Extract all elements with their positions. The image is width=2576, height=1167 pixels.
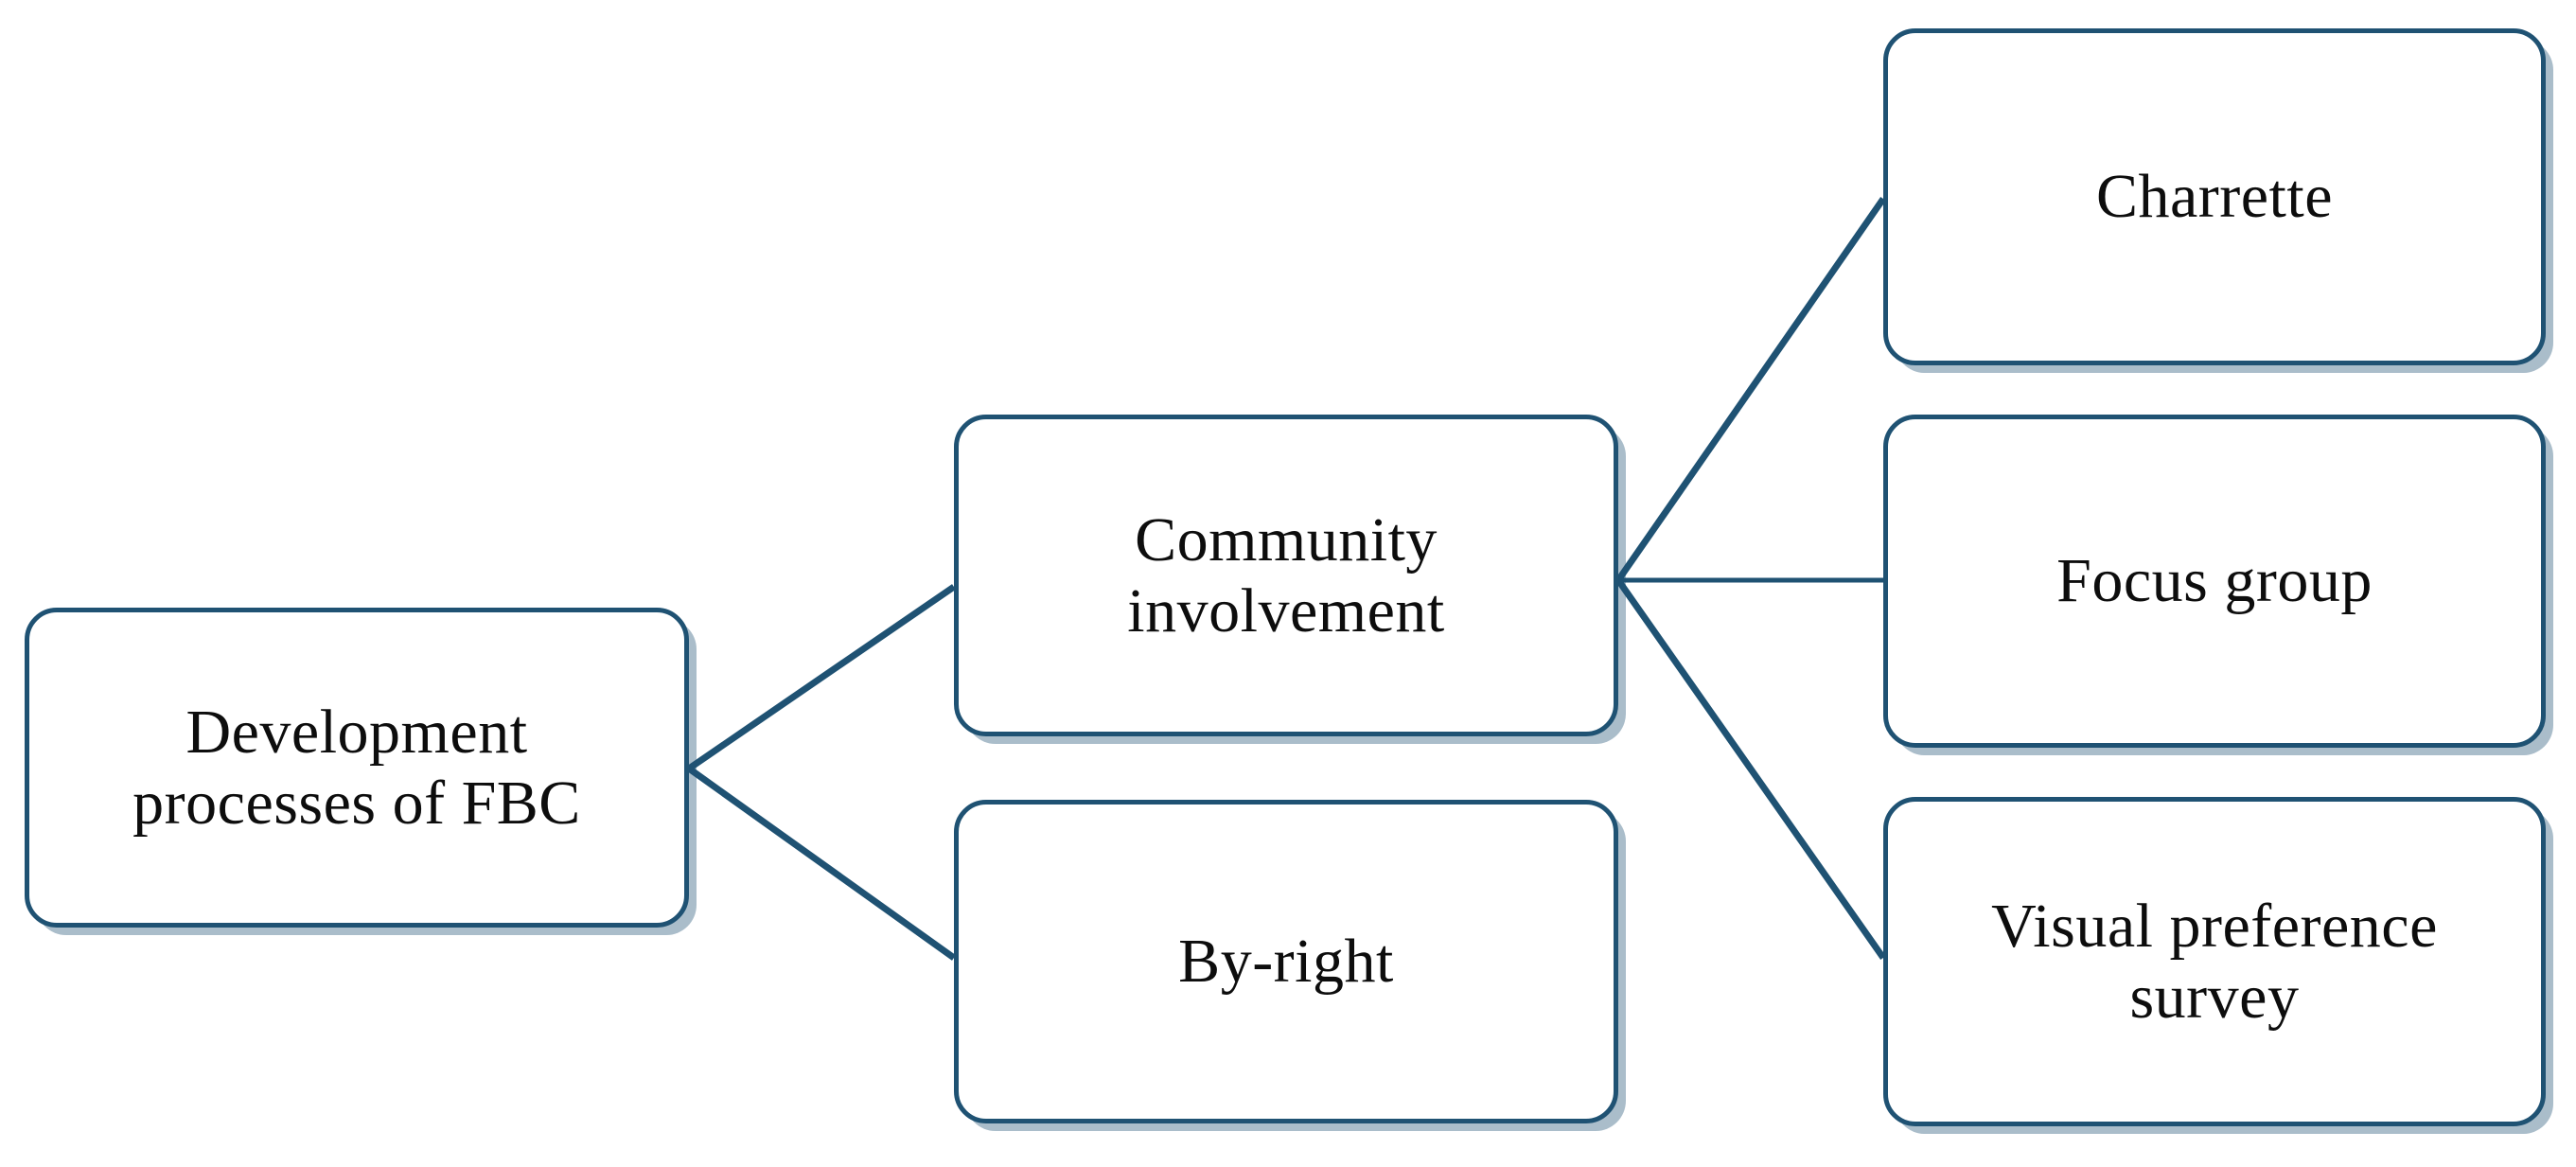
node-label-focus-group: Focus group (2056, 546, 2373, 616)
edge-community-to-vps (1615, 577, 1886, 961)
node-label-by-right: By-right (1178, 927, 1394, 997)
edge-root-to-byright (686, 766, 957, 961)
node-focus-group[interactable]: Focus group (1883, 415, 2546, 748)
edge-root-to-community (687, 584, 956, 771)
node-label-development-processes-of-fbc: Development processes of FBC (132, 697, 581, 838)
node-label-charrette: Charrette (2095, 162, 2334, 232)
node-charrette[interactable]: Charrette (1883, 28, 2546, 365)
node-visual-preference-survey[interactable]: Visual preference survey (1883, 797, 2546, 1126)
node-label-community-involvement: Community involvement (1127, 504, 1445, 645)
node-development-processes-of-fbc[interactable]: Development processes of FBC (25, 608, 689, 928)
edge-community-to-charrette (1615, 197, 1886, 582)
node-by-right[interactable]: By-right (954, 800, 1618, 1123)
node-label-visual-preference-survey: Visual preference survey (1991, 891, 2438, 1032)
node-community-involvement[interactable]: Community involvement (954, 415, 1618, 736)
